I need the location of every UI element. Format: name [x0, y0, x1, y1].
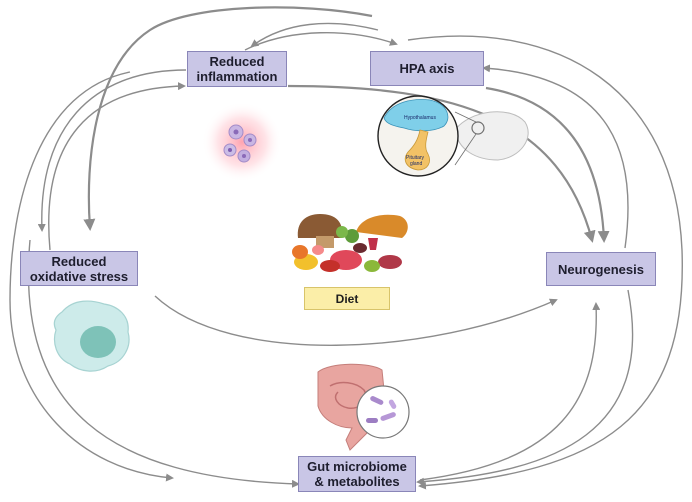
diet-food-illustration: [292, 214, 408, 272]
brain-hpa-illustration: Hypothalamus Pituitary gland: [377, 95, 529, 177]
pituitary-label-line1: Pituitary: [406, 155, 425, 161]
gut-illustration: [317, 363, 410, 451]
arrow-top-loop-oxidative: [83, 6, 373, 231]
node-reduced-inflammation: Reduced inflammation: [187, 51, 287, 87]
arrow-neurogenesis-hpa: [482, 64, 629, 249]
arrow-oxidative-gut: [27, 239, 300, 488]
node-neurogenesis: Neurogenesis: [546, 252, 656, 286]
inflammation-cells-illustration: [202, 102, 282, 182]
cell-illustration: [53, 300, 130, 372]
arrow-oxidative-inflammation: [48, 82, 186, 251]
diet-label-box: Diet: [304, 287, 390, 310]
arrow-hpa-inflammation: [250, 22, 379, 48]
pituitary-label-line2: gland: [410, 161, 422, 167]
node-hpa-axis: HPA axis: [370, 51, 484, 86]
arrow-oxidative-neurogenesis: [154, 295, 558, 346]
arrow-neurogenesis-gut: [416, 289, 634, 486]
arrow-left-loop-gut: [9, 71, 174, 482]
arrow-inflammation-hpa: [244, 31, 398, 51]
arrow-gut-neurogenesis: [419, 302, 601, 481]
hypothalamus-label: Hypothalamus: [404, 115, 436, 121]
node-gut-microbiome: Gut microbiome & metabolites: [298, 456, 416, 492]
arrow-inflammation-oxidative: [37, 69, 187, 232]
node-reduced-oxidative-stress: Reduced oxidative stress: [20, 251, 138, 286]
arrow-hpa-neurogenesis: [485, 86, 610, 243]
arrow-hpa-gut-loop: [407, 35, 683, 490]
